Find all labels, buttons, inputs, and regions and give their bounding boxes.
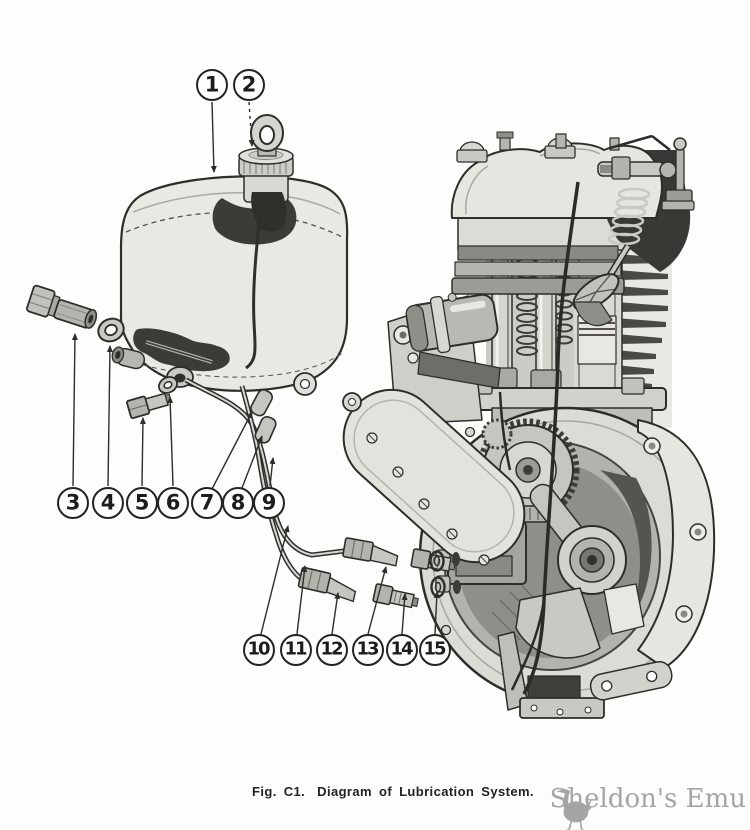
crankcase-oil-ports [452, 552, 461, 594]
washer-small [158, 376, 178, 394]
leader-8 [241, 435, 263, 489]
figure-label: Fig. C1. [252, 784, 306, 799]
loose-parts [26, 284, 178, 420]
tank-outlet-stub [111, 346, 146, 370]
leader-3 [71, 333, 78, 487]
leader-6 [167, 396, 174, 487]
leader-5 [139, 417, 146, 487]
emu-icon [555, 789, 593, 830]
leader-10 [260, 525, 290, 635]
internal-oil-line [498, 181, 580, 695]
tank-internal-pipe [245, 199, 264, 370]
rocker-arm [597, 134, 677, 180]
engine [342, 131, 716, 719]
sump [519, 661, 673, 719]
union-nut-lower [297, 566, 357, 603]
magneto [405, 292, 499, 354]
acorn-nut [456, 141, 488, 163]
banjo-bolt [26, 284, 98, 329]
figure-caption: Fig. C1. Diagram of Lubrication System. [252, 784, 534, 799]
cylinder-head [451, 205, 629, 295]
cap-lifting-ring [250, 114, 284, 157]
timing-cover [637, 419, 716, 669]
chaincase [342, 388, 526, 566]
decompressor-lever [661, 137, 695, 211]
leader-15 [433, 591, 440, 635]
leader-11 [296, 565, 308, 635]
leader-12 [331, 592, 341, 635]
valve-spring [607, 187, 651, 246]
union-nut-upper [342, 537, 399, 567]
leader-lines [71, 101, 440, 635]
leader-2 [248, 101, 255, 147]
pipe-union-lower [254, 415, 277, 444]
tank-mount-lug [293, 372, 317, 396]
watermark: Sheldon's Emu [550, 786, 746, 830]
leader-1 [210, 101, 217, 173]
oil-tank [111, 114, 349, 396]
leader-9 [269, 457, 276, 487]
pipe-union-upper [250, 389, 273, 417]
leader-13 [367, 566, 388, 635]
leader-14 [401, 593, 408, 635]
magneto-platform [417, 351, 501, 389]
leader-7 [211, 411, 253, 490]
figure-title: Diagram of Lubrication System. [317, 784, 534, 799]
valve [572, 244, 631, 326]
leader-4 [106, 345, 113, 487]
washer-large [97, 317, 125, 343]
